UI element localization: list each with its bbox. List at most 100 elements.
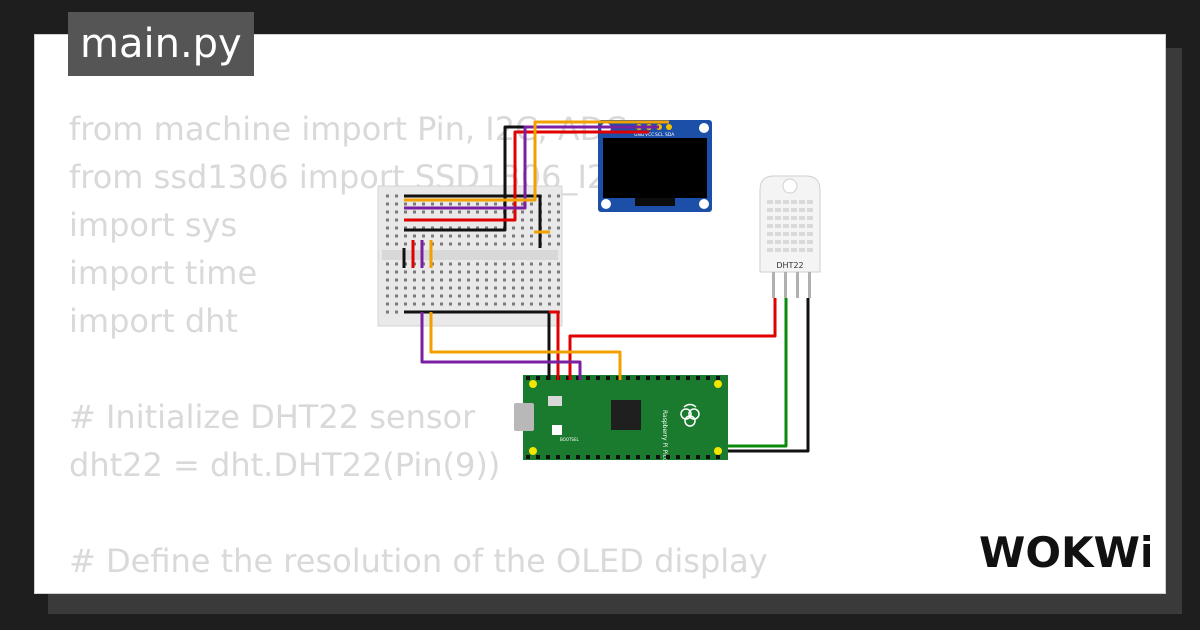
pico-pin [636,455,640,459]
pico-pin [526,455,530,459]
pico-board-label: Raspberry Pi Pico © 2020 [661,410,668,487]
breadboard-hole [557,234,560,238]
breadboard-hole [413,202,416,206]
dht22-vent [791,216,797,220]
breadboard-hole [440,226,443,230]
breadboard-hole [494,278,497,282]
breadboard-hole [494,202,497,206]
pico-pin [676,376,680,380]
breadboard-hole [485,294,488,298]
breadboard-hole [548,194,551,198]
breadboard-hole [476,286,479,290]
breadboard-hole [530,202,533,206]
dht22-vent [783,240,789,244]
breadboard-hole [467,202,470,206]
breadboard-hole [431,302,434,306]
code-line: dht22 = dht.DHT22(Pin(9)) [69,446,501,484]
pico-pin [556,455,560,459]
breadboard-hole [431,286,434,290]
breadboard-hole [548,210,551,214]
breadboard-hole [386,286,389,290]
breadboard-hole [395,278,398,282]
dht22-vent [807,240,813,244]
breadboard-hole [386,270,389,274]
breadboard-hole [422,202,425,206]
breadboard-hole [557,194,560,198]
breadboard-hole [395,226,398,230]
breadboard-hole [548,302,551,306]
file-tab[interactable]: main.py [68,12,254,76]
breadboard-hole [530,278,533,282]
breadboard-hole [494,262,497,266]
breadboard-hole [476,302,479,306]
wires [402,120,810,453]
raspberry-logo-icon [680,403,700,427]
code-line: # Initialize DHT22 sensor [69,398,476,436]
pico-pin [706,376,710,380]
breadboard-hole [521,294,524,298]
breadboard-hole [404,270,407,274]
breadboard-hole [395,310,398,314]
oled-pin-label: SCL [655,132,664,138]
breadboard-hole [449,278,452,282]
dht22-vent [783,232,789,236]
breadboard-hole [467,262,470,266]
dht22-sensor[interactable]: DHT22 [759,175,821,298]
dht22-vent [767,240,773,244]
dht22-vent [767,232,773,236]
breadboard-hole [386,294,389,298]
breadboard-hole [539,294,542,298]
breadboard-hole [557,286,560,290]
breadboard-hole [476,278,479,282]
breadboard-hole [548,262,551,266]
dht22-vent [783,200,789,204]
code-line: import time [69,254,258,292]
breadboard-hole [557,226,560,230]
pico-pin [536,376,540,380]
breadboard-hole [431,278,434,282]
pico-pin [536,455,540,459]
breadboard-hole [530,210,533,214]
dht22-vent [807,224,813,228]
breadboard-hole [503,262,506,266]
code-line: from ssd1306 import SSD1306_I2C [69,158,630,196]
breadboard-hole [548,234,551,238]
breadboard-hole [449,210,452,214]
breadboard-hole [530,234,533,238]
pico-pin [716,455,720,459]
breadboard-hole [422,210,425,214]
breadboard-hole [440,278,443,282]
breadboard-hole [467,302,470,306]
breadboard-hole [512,302,515,306]
breadboard-hole [521,218,524,222]
breadboard-hole [458,286,461,290]
breadboard-hole [476,202,479,206]
breadboard-hole [449,286,452,290]
raspberry-pi-pico[interactable]: Raspberry Pi Pico © 2020 BOOTSEL [514,375,728,487]
breadboard-hole [449,234,452,238]
breadboard-hole [557,218,560,222]
breadboard-hole [503,286,506,290]
dht22-vent [791,248,797,252]
breadboard-hole [449,270,452,274]
breadboard-hole [422,270,425,274]
breadboard-hole [404,234,407,238]
wire-purple [420,312,582,380]
breadboard-hole [395,294,398,298]
breadboard-hole [431,202,434,206]
breadboard-hole [548,202,551,206]
breadboard-hole [413,210,416,214]
pico-pin [576,376,580,380]
breadboard-hole [413,270,416,274]
wire-red [549,310,560,380]
breadboard-hole [395,194,398,198]
pico-pin [526,376,530,380]
oled-screen [603,138,707,198]
breadboard-hole [539,278,542,282]
dht22-vent [783,208,789,212]
breadboard-hole [440,302,443,306]
oled-display[interactable]: GND VCC SCL SDA [598,120,712,212]
breadboard-hole [413,294,416,298]
pico-pin [646,376,650,380]
breadboard-hole [548,242,551,246]
